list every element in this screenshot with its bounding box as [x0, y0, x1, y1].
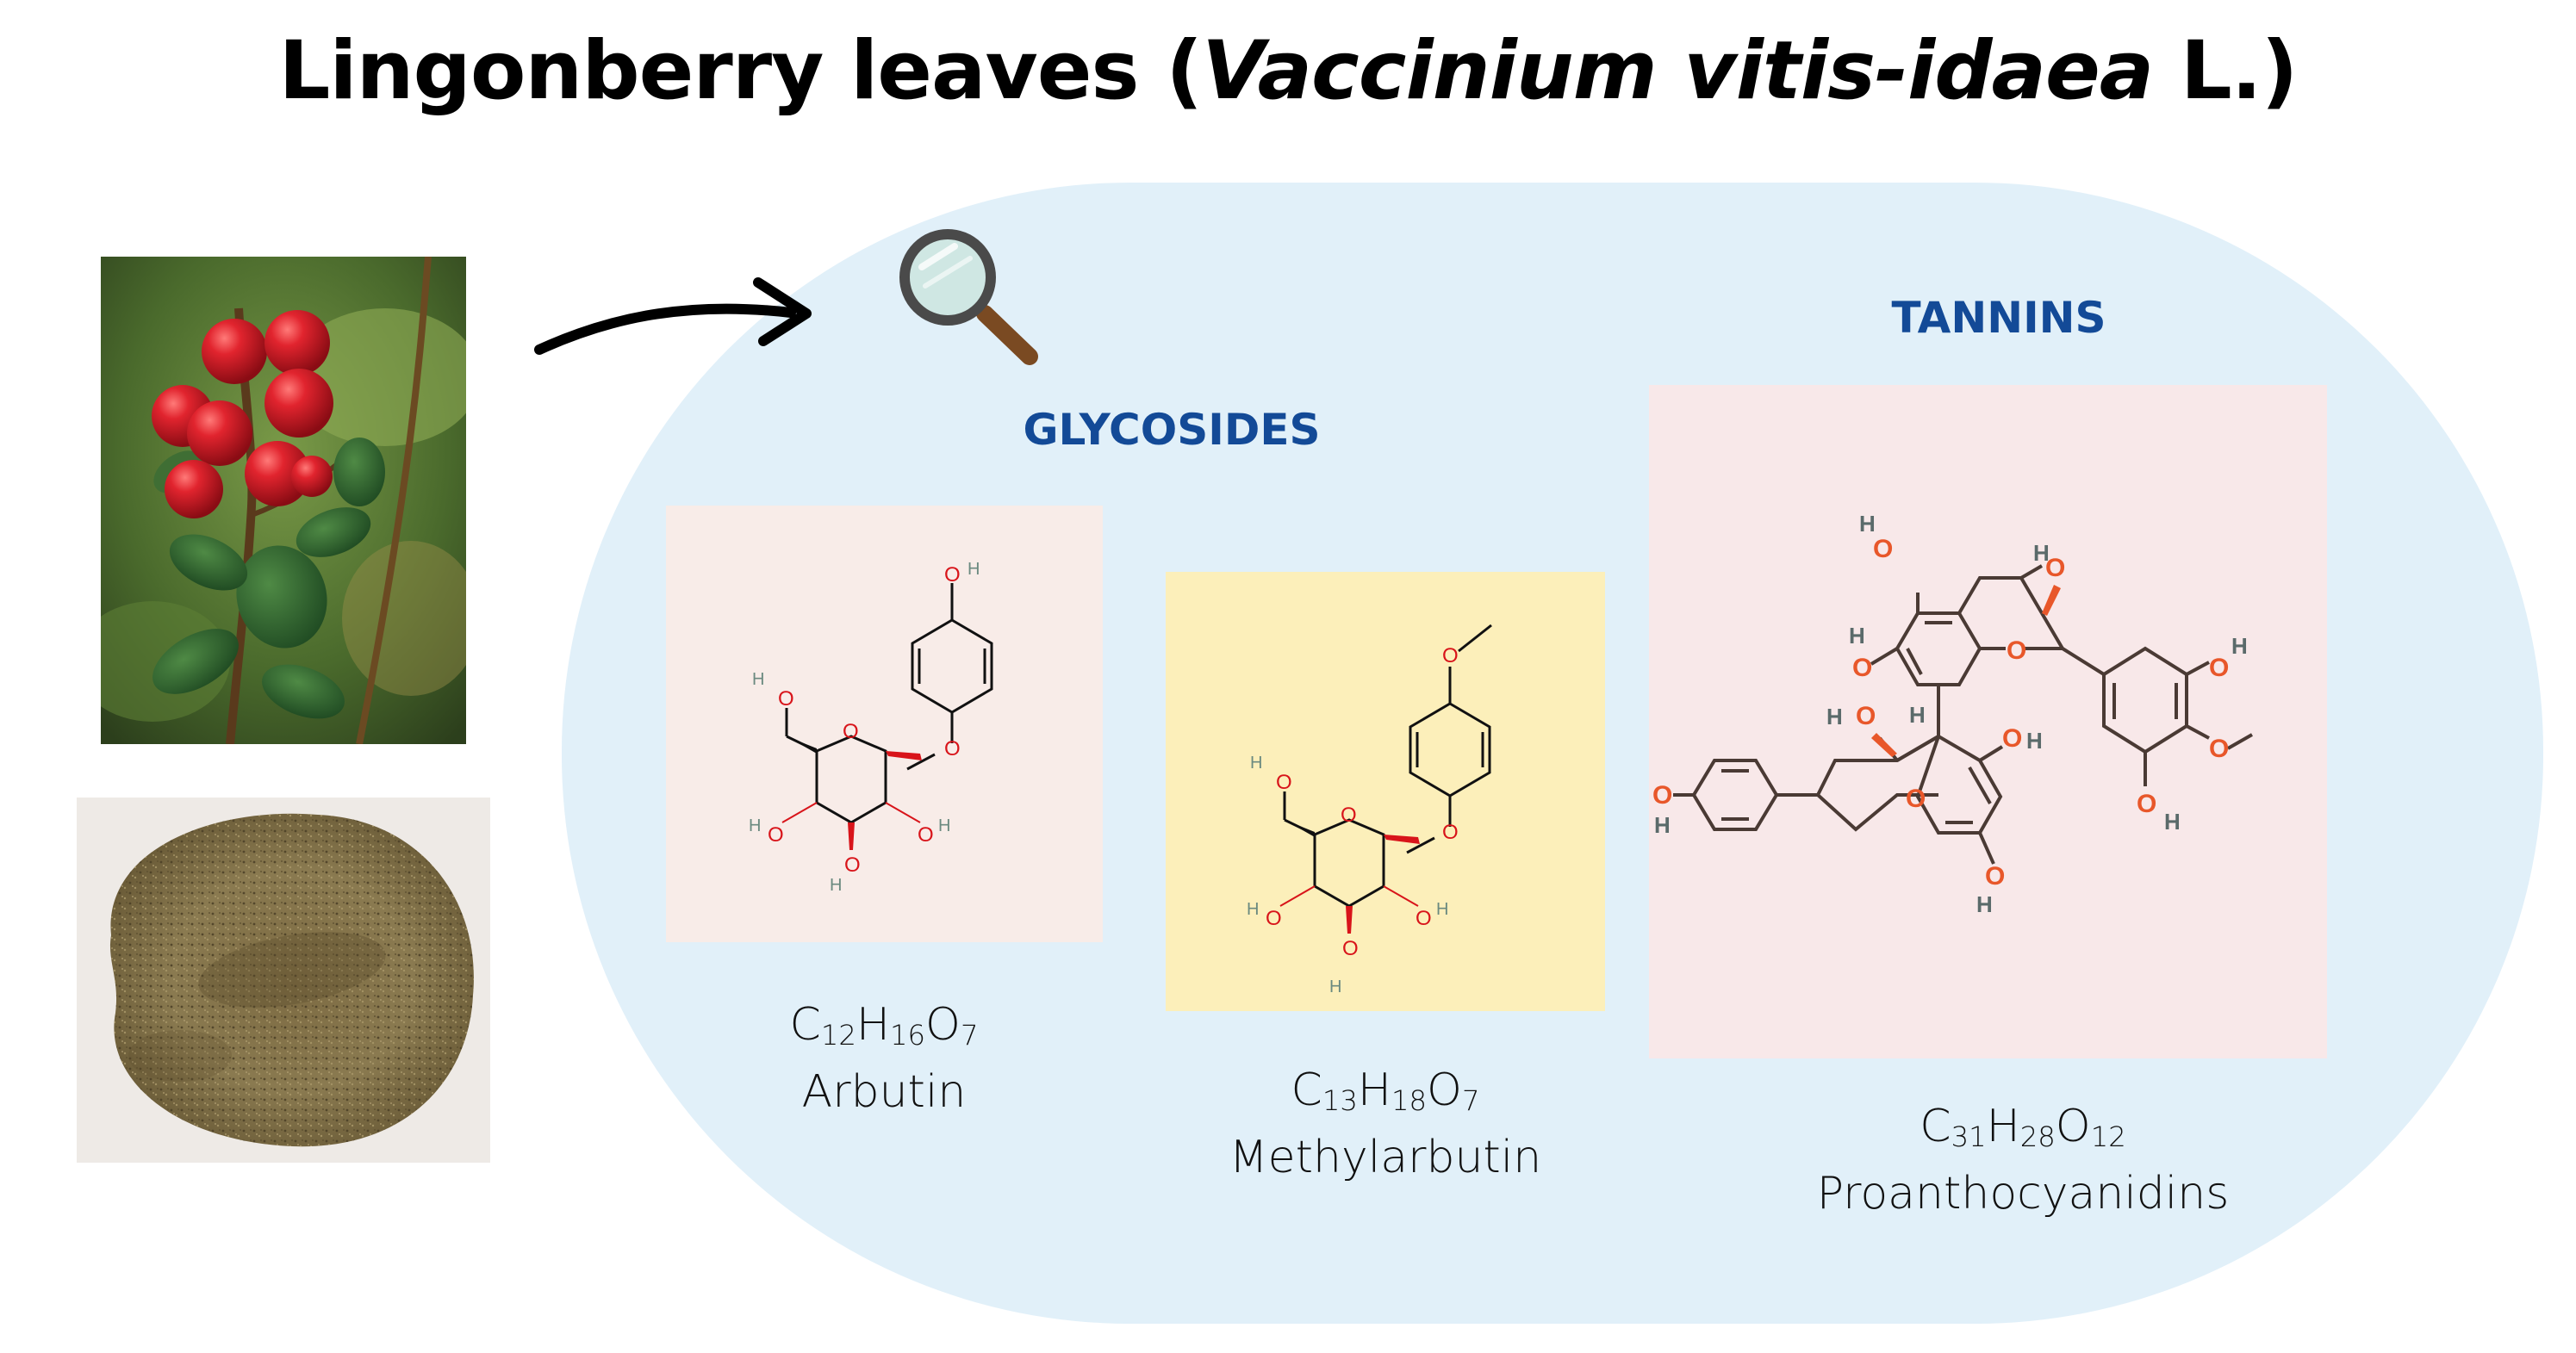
tannins-heading: TANNINS: [1891, 293, 2106, 343]
atom-oxygen: O: [918, 823, 934, 847]
formula-oxygen: O: [925, 999, 961, 1051]
atom-oxygen: O: [1442, 644, 1459, 667]
formula-hydrogen: H: [1357, 1064, 1391, 1116]
atom-oxygen: O: [1852, 654, 1872, 682]
formula-carbon: C: [789, 999, 821, 1051]
page-title: Lingonberry leaves (Vaccinium vitis-idae…: [0, 24, 2576, 118]
atom-oxygen: O: [944, 563, 961, 587]
atom-hydrogen: H: [752, 670, 764, 689]
atom-hydrogen: H: [938, 816, 950, 835]
atom-oxygen: O: [844, 853, 861, 877]
atom-oxygen: O: [1416, 907, 1432, 930]
atom-hydrogen: H: [2033, 540, 2050, 566]
atom-hydrogen: H: [1329, 978, 1341, 996]
atom-hydrogen: H: [2164, 809, 2181, 835]
atom-hydrogen: H: [1654, 812, 1671, 838]
atom-hydrogen: H: [1849, 623, 1865, 649]
atom-oxygen: O: [2007, 636, 2026, 665]
formula-hydrogen: H: [856, 999, 890, 1051]
proanthocyanidin-formula: C31H28O12: [1773, 1101, 2273, 1153]
carbon-count: 31: [1951, 1120, 1987, 1153]
formula-hydrogen: H: [1986, 1101, 2020, 1152]
methylarbutin-structure-card: O O O O O O O H H H H: [1166, 572, 1605, 1011]
hydrogen-count: 16: [889, 1018, 926, 1052]
arbutin-name: Arbutin: [801, 1066, 967, 1118]
methylarbutin-name: Methylarbutin: [1229, 1132, 1542, 1183]
oxygen-count: 7: [1461, 1083, 1480, 1117]
formula-carbon: C: [1920, 1101, 1951, 1152]
atom-oxygen: O: [1906, 785, 1926, 813]
atom-oxygen: O: [1342, 937, 1359, 960]
glycosides-heading: GLYCOSIDES: [1023, 405, 1321, 455]
atom-hydrogen: H: [1976, 891, 1993, 917]
hydrogen-count: 18: [1391, 1083, 1428, 1117]
atom-hydrogen: H: [1826, 704, 1843, 729]
proanthocyanidin-name: Proanthocyanidins: [1816, 1168, 2230, 1220]
atom-hydrogen: H: [2026, 728, 2043, 754]
lingonberry-plant-photo: [101, 257, 466, 744]
atom-oxygen: O: [1856, 702, 1876, 730]
title-suffix: L.): [2153, 24, 2299, 118]
atom-oxygen: O: [2137, 790, 2156, 818]
arbutin-structure-card: O O O O O O O H H H H H: [666, 506, 1103, 942]
carbon-count: 12: [820, 1018, 856, 1052]
magnifier-icon: [899, 229, 1038, 365]
atom-oxygen: O: [2045, 554, 2065, 582]
atom-hydrogen: H: [1247, 900, 1259, 919]
atom-hydrogen: H: [1436, 900, 1448, 919]
atom-oxygen: O: [1873, 535, 1893, 563]
atom-hydrogen: H: [830, 876, 842, 895]
methylarbutin-formula: C13H18O7: [1170, 1064, 1601, 1117]
atom-hydrogen: H: [2231, 633, 2248, 659]
atom-oxygen: O: [843, 720, 859, 743]
atom-oxygen: O: [2209, 735, 2229, 763]
arbutin-structure: O O O O O O O H H H H H: [749, 560, 993, 895]
atom-oxygen: O: [944, 737, 961, 760]
formula-carbon: C: [1291, 1064, 1322, 1116]
atom-oxygen: O: [1652, 781, 1672, 810]
atom-oxygen: O: [2209, 654, 2229, 682]
atom-oxygen: O: [778, 687, 794, 711]
oxygen-count: 12: [2090, 1120, 2126, 1153]
atom-oxygen: O: [1985, 862, 2005, 891]
atom-oxygen: O: [1341, 804, 1357, 827]
oxygen-count: 7: [960, 1018, 979, 1052]
proanthocyanidin-structure: O O O O O O O O O O O O H H H H H H H H …: [1652, 511, 2253, 917]
carbon-count: 13: [1322, 1083, 1358, 1117]
proanthocyanidin-structure-card: O O O O O O O O O O O O H H H H H H H H …: [1649, 385, 2327, 1058]
atom-hydrogen: H: [1909, 702, 1926, 728]
atom-oxygen: O: [1442, 821, 1459, 844]
arbutin-formula: C12H16O7: [669, 999, 1099, 1052]
atom-oxygen: O: [1276, 771, 1292, 794]
atom-hydrogen: H: [1859, 511, 1876, 537]
atom-hydrogen: H: [968, 560, 980, 579]
hydrogen-count: 28: [2019, 1120, 2056, 1153]
curved-arrow-icon: [534, 277, 812, 355]
atom-oxygen: O: [768, 823, 784, 847]
atom-hydrogen: H: [749, 816, 761, 835]
title-prefix: Lingonberry leaves (: [278, 24, 1204, 118]
formula-oxygen: O: [2055, 1101, 2091, 1152]
leaf-powder-photo: [77, 798, 490, 1163]
methylarbutin-structure: O O O O O O O H H H H: [1247, 624, 1492, 996]
title-latin-name: Vaccinium vitis-idaea: [1202, 24, 2154, 118]
atom-hydrogen: H: [1250, 754, 1262, 773]
atom-oxygen: O: [2002, 724, 2022, 753]
formula-oxygen: O: [1427, 1064, 1462, 1116]
atom-oxygen: O: [1266, 907, 1282, 930]
